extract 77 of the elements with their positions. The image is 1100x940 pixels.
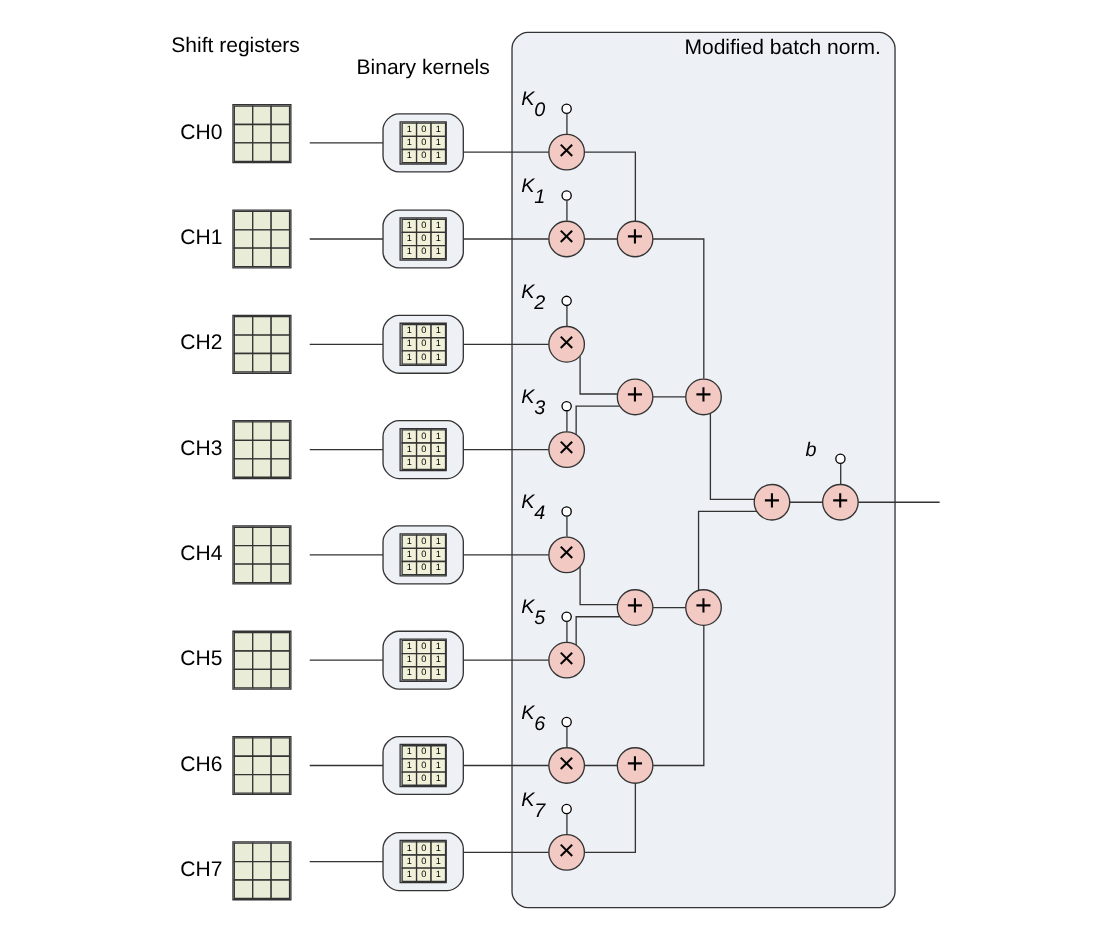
- node-circle: [561, 103, 572, 114]
- connector: [652, 606, 687, 609]
- connector: [462, 554, 550, 556]
- connector: [579, 355, 618, 395]
- node-label: CH0: [180, 120, 223, 145]
- connector: [575, 616, 621, 646]
- node-circle: +: [616, 378, 654, 416]
- node-circle: ×: [548, 220, 586, 258]
- connector: [462, 764, 550, 767]
- node-circle: [835, 453, 846, 465]
- node-circle: +: [753, 483, 791, 521]
- node-circle: [561, 803, 572, 815]
- node-circle: +: [685, 589, 722, 626]
- label: Binary kernels: [356, 56, 490, 81]
- connector: [462, 151, 550, 153]
- connector: [566, 726, 568, 748]
- connector: [309, 554, 384, 556]
- node-label: CH2: [180, 331, 223, 356]
- connector: [583, 764, 618, 767]
- connector: [789, 501, 823, 503]
- connector: [566, 305, 568, 327]
- node-circle: +: [616, 220, 654, 258]
- connector: [309, 659, 384, 661]
- label: Shift registers: [171, 33, 300, 58]
- connector: [709, 412, 755, 500]
- connector: [566, 199, 568, 222]
- connector: [579, 566, 618, 606]
- node-label: b: [805, 439, 817, 462]
- connector: [309, 764, 384, 767]
- connector: [652, 238, 705, 380]
- connector: [857, 501, 941, 503]
- connector: [575, 405, 621, 436]
- node-circle: ×: [548, 833, 586, 871]
- node-circle: ×: [548, 641, 586, 679]
- node-label: CH4: [180, 541, 223, 566]
- node-circle: +: [822, 483, 859, 521]
- node-label: CH6: [180, 752, 223, 777]
- connector: [566, 410, 568, 433]
- connector: [462, 238, 550, 240]
- connector: [462, 343, 550, 345]
- node-circle: ×: [548, 133, 586, 171]
- connector: [309, 860, 384, 863]
- node-circle: [561, 190, 572, 201]
- connector: [309, 142, 384, 144]
- node-circle: [561, 506, 572, 517]
- node-circle: [561, 295, 572, 307]
- connector: [652, 396, 687, 398]
- node-label: CH1: [180, 226, 223, 250]
- connector: [652, 625, 705, 767]
- connector: [566, 515, 568, 538]
- connector: [309, 238, 384, 240]
- node-circle: [561, 611, 572, 623]
- connector: [584, 782, 637, 853]
- connector: [566, 620, 568, 643]
- node-circle: ×: [548, 431, 586, 469]
- node-circle: ×: [548, 325, 586, 363]
- connector: [462, 448, 550, 451]
- connector: [462, 659, 550, 661]
- node-circle: +: [616, 747, 654, 784]
- node-circle: +: [616, 589, 654, 626]
- connector: [309, 448, 384, 451]
- connector: [840, 463, 842, 485]
- connector: [583, 238, 618, 240]
- connector: [584, 151, 637, 222]
- connector: [697, 510, 758, 592]
- node-circle: ×: [548, 747, 586, 784]
- connector: [462, 851, 550, 853]
- connector: [566, 112, 568, 135]
- node-label: CH3: [180, 436, 223, 461]
- node-circle: [561, 400, 572, 412]
- node-label: CH5: [180, 647, 223, 672]
- node-circle: +: [685, 378, 722, 416]
- node-circle: ×: [548, 536, 586, 574]
- node-circle: [561, 716, 572, 728]
- connector: [309, 343, 384, 345]
- connector: [566, 813, 568, 835]
- node-label: CH7: [180, 857, 223, 882]
